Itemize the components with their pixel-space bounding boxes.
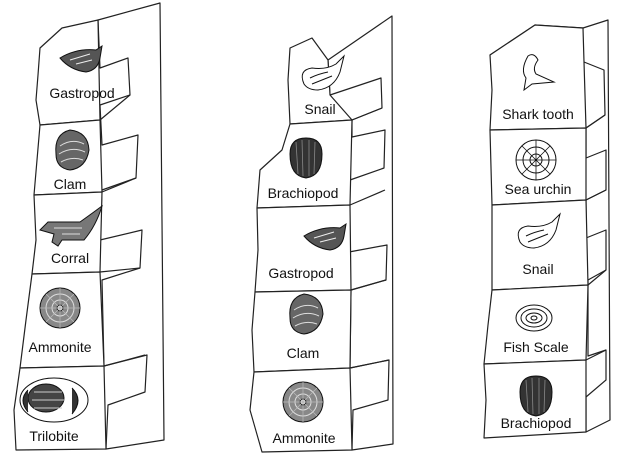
layer-label: Ammonite [28,339,91,355]
layer-label: Trilobite [29,428,78,444]
column-1-layer-1 [36,20,100,125]
layer-label: Gastropod [268,265,333,281]
layer-label: Fish Scale [503,339,569,355]
layer-label: Brachiopod [501,415,572,431]
layer-label: Gastropod [49,85,114,101]
brachiopod-icon [290,138,322,178]
fish-scale-icon [516,305,552,331]
layer-label: Snail [304,101,335,117]
column-1-side-face [98,3,164,449]
layer-label: Clam [287,345,320,361]
sea-urchin-icon [516,140,556,180]
layer-label: Corral [51,250,89,266]
layer-label: Clam [54,176,87,192]
layer-label: Brachiopod [268,185,339,201]
ammonite-icon [40,288,80,328]
brachiopod-icon [520,376,552,416]
ammonite-icon [283,382,323,422]
layer-label: Snail [522,261,553,277]
layer-label: Ammonite [272,430,335,446]
layer-label: Shark tooth [502,106,574,122]
layer-label: Sea urchin [505,181,572,197]
